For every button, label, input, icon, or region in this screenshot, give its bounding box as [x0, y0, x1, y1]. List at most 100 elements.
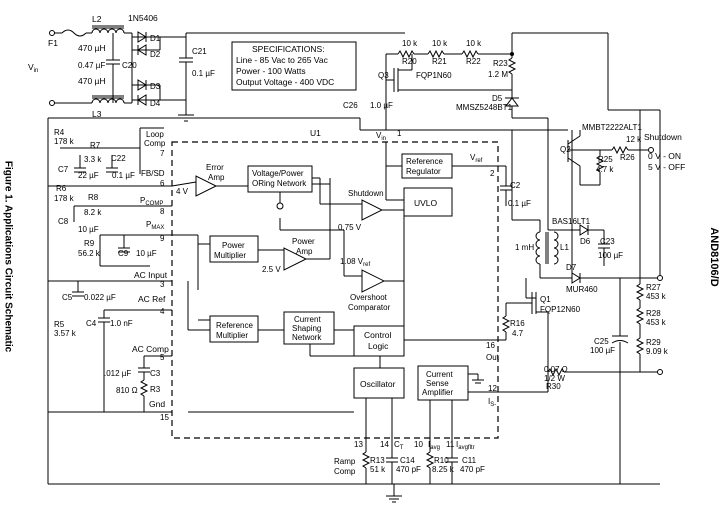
shutdown-comparator-label: Shutdown	[348, 189, 384, 198]
pin-4: 4	[160, 307, 165, 316]
pin-9: 9	[160, 234, 165, 243]
pa-label-1: Power	[292, 237, 315, 246]
r21-resistor	[427, 49, 445, 59]
r4-label: R4	[54, 128, 65, 137]
l2-label: L2	[92, 14, 102, 24]
c26-value: 1.0 µF	[370, 101, 393, 110]
output-stage: BAS16LT1 D6 C23 100 µF 1 mH L1 D7 MUR460	[498, 33, 669, 484]
r25-label: R25	[598, 155, 613, 164]
current-sense-amplifier	[417, 365, 469, 401]
input-section: Vin F1 L2 470 µH 0.47 µF C20 470 µH L3 1…	[28, 13, 405, 122]
c5-label: C5	[62, 293, 73, 302]
pin-15: 15	[160, 413, 169, 422]
l1-inductor-secondary	[553, 231, 559, 265]
c8-label: C8	[58, 217, 69, 226]
vpon-label-2: ORing Network	[252, 179, 307, 188]
r22-resistor	[461, 49, 479, 59]
d7-part-label: MUR460	[566, 285, 598, 294]
cl-label-2: Logic	[368, 341, 389, 351]
d6-label: D6	[580, 237, 591, 246]
r3-resistor	[139, 379, 149, 397]
v25-label: 2.5 V	[262, 265, 281, 274]
r26-label: R26	[620, 153, 635, 162]
r16-value: 4.7	[512, 329, 524, 338]
r21-value: 10 k	[432, 39, 448, 48]
d4-diode	[137, 94, 147, 106]
v108-label: 1.08 Vref	[340, 257, 370, 268]
pin-11: 11	[446, 440, 455, 449]
pin-12: 12	[488, 384, 497, 393]
ac-input-label: AC Input	[134, 270, 168, 280]
d1-diode	[137, 31, 147, 43]
d3-diode	[137, 79, 147, 91]
r9-value: 56.2 k	[78, 249, 101, 258]
r30-value-2: 1/2 W	[544, 374, 565, 383]
u1-boundary	[171, 141, 499, 439]
uvlo-label: UVLO	[414, 198, 438, 208]
reference-multiplier	[209, 315, 259, 343]
r29-resistor	[635, 337, 645, 355]
input-terminal-top	[49, 30, 55, 36]
d4-label: D4	[150, 99, 161, 108]
output-terminal-top	[657, 275, 663, 281]
r23-resistor	[507, 57, 517, 75]
ramp-comp-label-1: Ramp	[334, 457, 356, 466]
c9-label: C9	[118, 249, 129, 258]
c22-label: C22	[111, 154, 126, 163]
q3-label: Q3	[378, 71, 389, 80]
c8-value: 10 µF	[78, 225, 99, 234]
spec-line-1: Line - 85 Vac to 265 Vac	[236, 55, 329, 65]
vpon-label-1: Voltage/Power	[252, 169, 304, 178]
startup-circuit: 10 k R20 10 k R21 10 k R22 R23 1.2 M Q3 …	[343, 32, 608, 142]
current-shaping-network	[283, 311, 335, 345]
left-external-network: R4 178 k R7 3.3 k C7 22 µF C22 0.1 µF Lo…	[47, 117, 361, 422]
d7-label: D7	[566, 263, 577, 272]
r10-value: 8.25 k	[432, 465, 455, 474]
osc-label: Oscillator	[360, 379, 396, 389]
input-terminal-bottom	[49, 100, 55, 106]
d5-part-label: MMSZ5248BT1	[456, 103, 513, 112]
c9-value: 10 µF	[136, 249, 157, 258]
gnd-label: Gnd	[149, 399, 165, 409]
q1-part-label: FQP12N60	[540, 305, 581, 314]
r20-label: R20	[402, 57, 417, 66]
is-label: IS-	[488, 397, 496, 408]
loop-comp-label-2: Comp	[144, 139, 166, 148]
shutdown-off-label: 5 V - OFF	[648, 162, 685, 172]
error-amp-label-1: Error	[206, 163, 224, 172]
pin-5: 5	[160, 353, 165, 362]
voltage-power-oring-network	[247, 165, 313, 193]
r5-label: R5	[54, 320, 65, 329]
r21-label: R21	[432, 57, 447, 66]
c22-value: 0.1 µF	[112, 171, 135, 180]
r6-label: R6	[56, 184, 67, 193]
control-logic	[353, 325, 405, 357]
pin-7: 7	[160, 149, 165, 158]
d2-diode	[137, 44, 147, 56]
d1-label: D1	[150, 34, 161, 43]
r13-value: 51 k	[370, 465, 386, 474]
r16-label: R16	[510, 319, 525, 328]
q1-label: Q1	[540, 295, 551, 304]
c11-value: 470 pF	[460, 465, 485, 474]
r22-value: 10 k	[466, 39, 482, 48]
pin-2: 2	[490, 169, 495, 178]
r13-label: R13	[370, 456, 385, 465]
internal-blocks: Error Amp 4 V Voltage/Power ORing Networ…	[171, 142, 531, 438]
rm-label-1: Reference	[216, 321, 253, 330]
ac-ref-label: AC Ref	[138, 294, 166, 304]
c2-label: C2	[510, 181, 521, 190]
power-multiplier	[209, 235, 259, 263]
c11-label: C11	[462, 456, 477, 465]
q3-part-label: FQP1N60	[416, 71, 452, 80]
r8-value: 8.2 k	[84, 208, 102, 217]
d5-label: D5	[492, 94, 503, 103]
out-label: Out	[486, 353, 500, 362]
fuse-symbol	[61, 29, 87, 37]
pmax-label: PMAX	[146, 220, 164, 231]
r25-resistor	[595, 155, 605, 173]
output-terminal-bottom	[657, 369, 663, 375]
d6-diode	[579, 224, 589, 236]
pcomp-label: PCOMP	[140, 196, 163, 207]
c4-value: 1.0 nF	[110, 319, 133, 328]
